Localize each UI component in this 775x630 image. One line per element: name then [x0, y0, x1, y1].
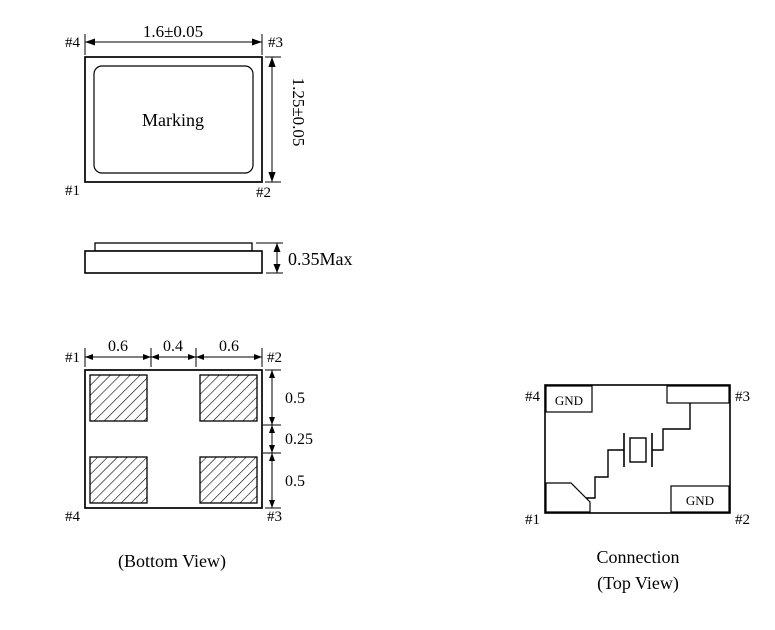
bottom-view-height-dimension: 0.5 0.25 0.5 — [263, 369, 313, 509]
bottom-view-pad-top-right — [199, 374, 258, 422]
connection-pad-bottom-left — [545, 482, 591, 513]
top-view-width-dimension: 1.6±0.05 — [84, 22, 263, 55]
top-view-height-dimension: 1.25±0.05 — [265, 56, 308, 183]
top-view-body-outline — [84, 56, 263, 183]
side-view-thickness-dimension: 0.35Max — [256, 242, 353, 274]
bottom-view-height-dim-3: 0.5 — [285, 473, 305, 490]
top-view-lid-outline — [93, 65, 254, 174]
side-view-thickness-label: 0.35Max — [288, 249, 353, 269]
bottom-view-pad-bottom-right — [199, 456, 258, 504]
marking-label: Marking — [142, 110, 204, 130]
connection-pad-top-right — [666, 385, 730, 404]
crystal-wire-right — [652, 403, 691, 451]
crystal-symbol — [586, 403, 691, 499]
bottom-view-pin2-label: #2 — [267, 350, 282, 366]
connection-pin1-label: #1 — [525, 512, 540, 528]
bottom-view-caption: (Bottom View) — [118, 551, 226, 572]
top-view-pin4-label: #4 — [65, 35, 81, 51]
bottom-view-width-dim-2: 0.4 — [163, 338, 183, 355]
connection-pin4-label: #4 — [525, 389, 541, 405]
connection-caption-line1: Connection — [597, 547, 680, 567]
connection-pin2-label: #2 — [735, 512, 750, 528]
connection-pin3-label: #3 — [735, 389, 750, 405]
side-view: 0.35Max — [84, 242, 353, 274]
crystal-body — [629, 437, 647, 463]
connection-pad-gnd-top-left — [545, 385, 593, 413]
bottom-view-width-dimension: 0.6 0.4 0.6 — [84, 338, 263, 367]
bottom-view-pad-bottom-left — [89, 456, 148, 504]
side-view-lid-outline — [94, 242, 253, 252]
connection-view: GND GND #4 #3 #1 #2 Connection (Top View… — [525, 384, 750, 594]
bottom-view: 0.6 0.4 0.6 0.5 0.25 0.5 #1 #2 #4 #3 (Bo… — [65, 338, 313, 572]
top-view-width-dim-label: 1.6±0.05 — [143, 22, 203, 41]
bottom-view-height-dim-2: 0.25 — [285, 431, 313, 448]
top-view-pin2-label: #2 — [256, 185, 271, 201]
bottom-view-pin3-label: #3 — [267, 509, 282, 525]
connection-gnd-label-top-left: GND — [555, 393, 583, 408]
bottom-view-pin4-label: #4 — [65, 509, 81, 525]
bottom-view-height-dim-1: 0.5 — [285, 390, 305, 407]
side-view-base-outline — [84, 250, 263, 274]
bottom-view-width-dim-3: 0.6 — [219, 338, 239, 355]
top-view-pin3-label: #3 — [268, 35, 283, 51]
connection-pad-gnd-bottom-right — [670, 485, 730, 513]
top-view-height-dim-label: 1.25±0.05 — [289, 78, 308, 147]
top-view-pin1-label: #1 — [65, 183, 80, 199]
connection-caption-line2: (Top View) — [597, 573, 679, 594]
crystal-wire-left — [586, 449, 624, 499]
bottom-view-pin1-label: #1 — [65, 350, 80, 366]
bottom-view-pad-top-left — [89, 374, 148, 422]
bottom-view-width-dim-1: 0.6 — [108, 338, 128, 355]
connection-gnd-label-bottom-right: GND — [686, 493, 714, 508]
top-view: Marking 1.6±0.05 1.25±0.05 #4 #3 #1 #2 — [65, 22, 308, 201]
